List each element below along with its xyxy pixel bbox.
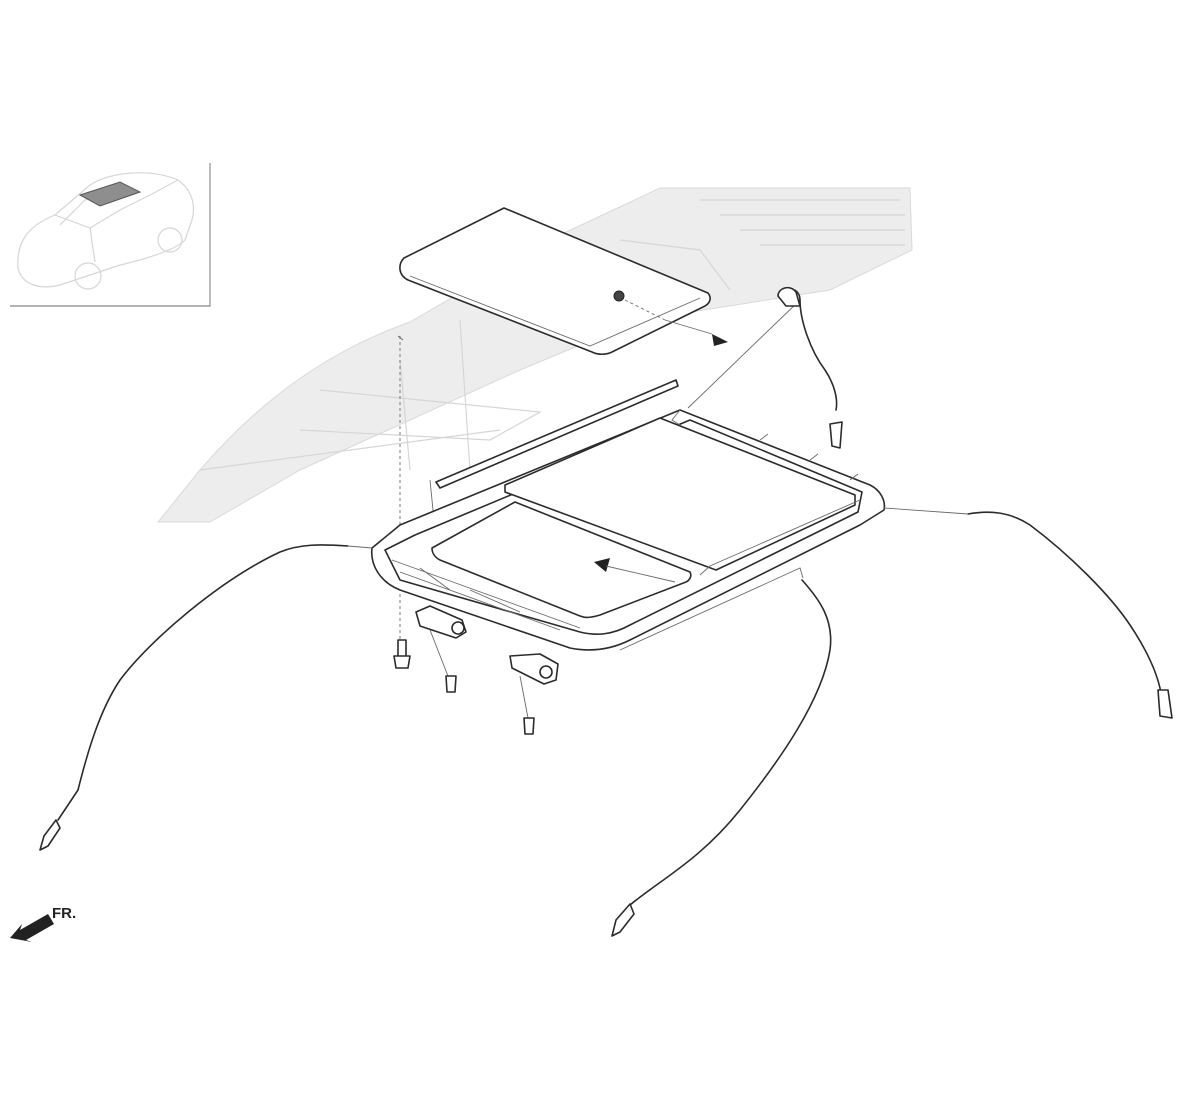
- slide-direction-arrow-icon: [594, 558, 610, 572]
- sunroof-location-highlight: [78, 181, 142, 207]
- vehicle-roof-ghost: [156, 187, 913, 523]
- weatherstrip-seal: [435, 379, 679, 489]
- remove-direction-arrow-icon: [712, 334, 728, 346]
- glass-mount-nut-icon: [613, 290, 625, 302]
- motor-bolt-right: [523, 717, 535, 735]
- vehicle-outline: [17, 172, 195, 290]
- rear-left-drain-hose: [629, 579, 832, 906]
- rear-left-drain-hose-end: [611, 903, 635, 937]
- sunroof-glass-panel: [399, 207, 728, 356]
- sunroof-frame-assembly: [371, 299, 886, 651]
- rear-right-drain-hose-end: [1157, 689, 1173, 719]
- rear-right-drain-hose: [967, 511, 1163, 701]
- front-glass-opening: [431, 501, 692, 619]
- sunroof-motor-left: [415, 605, 467, 693]
- front-left-drain-hose-end: [39, 819, 61, 851]
- front-right-drain-hose-end: [829, 421, 843, 449]
- front-direction-label: FR.: [52, 905, 76, 922]
- rear-fixed-glass: [504, 417, 856, 571]
- motor-bolt-left: [445, 675, 457, 693]
- front-left-drain-hose: [57, 544, 349, 821]
- front-direction-arrow-icon: [10, 914, 54, 942]
- sunroof-motor-right: [509, 653, 559, 735]
- vehicle-locator-inset: [10, 163, 211, 307]
- frame-mount-bolt: [393, 639, 411, 669]
- front-direction-indicator: FR.: [10, 905, 76, 942]
